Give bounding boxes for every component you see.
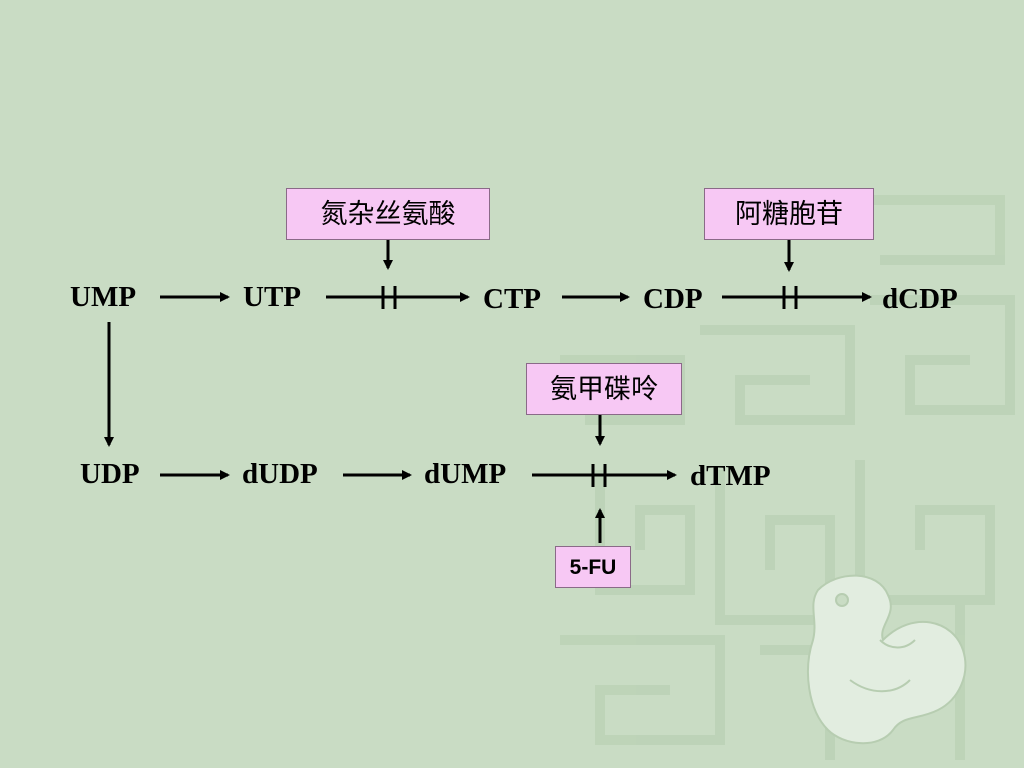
inhibitor-cytarabine: 阿糖胞苷 bbox=[704, 188, 874, 240]
inhibitor-fluorouracil: 5-FU bbox=[555, 546, 631, 588]
node-dtmp: dTMP bbox=[690, 460, 771, 492]
inhibitor-methotrexate: 氨甲碟呤 bbox=[526, 363, 682, 415]
node-ctp: CTP bbox=[483, 283, 541, 315]
node-utp: UTP bbox=[243, 281, 301, 313]
node-cdp: CDP bbox=[643, 283, 703, 315]
node-udp: UDP bbox=[80, 458, 140, 490]
node-ump: UMP bbox=[70, 281, 137, 313]
node-dcdp: dCDP bbox=[882, 283, 958, 315]
node-dump: dUMP bbox=[424, 458, 507, 490]
dragon-motif-icon bbox=[807, 574, 967, 745]
inhibitor-azaserine: 氮杂丝氨酸 bbox=[286, 188, 490, 240]
node-dudp: dUDP bbox=[242, 458, 318, 490]
